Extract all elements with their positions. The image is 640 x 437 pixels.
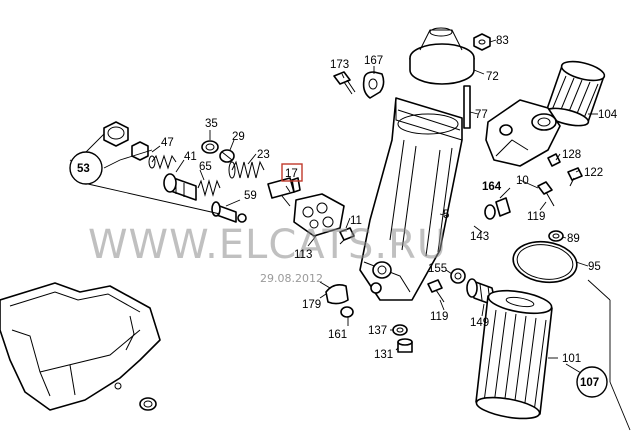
callout-119-upper[interactable]: 119	[527, 211, 545, 223]
screw-11-drawing	[339, 227, 355, 245]
callout-104[interactable]: 104	[598, 109, 618, 121]
callout-164[interactable]: 164	[482, 181, 502, 193]
callout-17-box[interactable]: 17	[281, 163, 303, 182]
callout-119-lower[interactable]: 119	[430, 311, 448, 323]
spring-23-drawing	[228, 160, 265, 179]
drain-washer-drawing	[139, 397, 157, 411]
bracket-drawing	[485, 99, 561, 167]
washer-35-drawing	[201, 140, 219, 154]
o-ring-89-drawing	[548, 230, 564, 242]
callout-131[interactable]: 131	[374, 349, 393, 361]
filter-element-101-drawing	[475, 289, 553, 420]
cover-72-drawing	[409, 27, 475, 85]
washer-137-drawing	[392, 324, 408, 336]
screw-119-upper-drawing	[537, 181, 555, 207]
stud-77-drawing	[463, 85, 471, 129]
piston-59-drawing	[211, 201, 247, 223]
callout-122[interactable]: 122	[584, 167, 603, 179]
clip-29-drawing	[219, 149, 235, 163]
watermark-text: WWW.ELCATS.RU	[88, 222, 447, 268]
callout-107[interactable]: 107	[580, 377, 599, 389]
screw-47-drawing	[131, 141, 149, 161]
callout-53[interactable]: 53	[77, 163, 90, 175]
callout-41[interactable]: 41	[184, 151, 197, 163]
callout-35[interactable]: 35	[205, 118, 218, 130]
callout-83[interactable]: 83	[496, 35, 509, 47]
clamp-167-drawing	[362, 71, 385, 99]
callout-137[interactable]: 137	[368, 325, 387, 337]
screw-173-drawing	[333, 71, 356, 95]
filter-housing-5-drawing	[359, 97, 463, 301]
oil-pan-drawing	[0, 282, 161, 411]
callout-113[interactable]: 113	[294, 249, 312, 261]
callout-128[interactable]: 128	[562, 149, 581, 161]
callout-17[interactable]: 17	[285, 168, 298, 180]
screw-122-drawing	[567, 167, 583, 187]
callout-5[interactable]: 5	[443, 209, 449, 221]
screw-128-drawing	[547, 153, 561, 167]
plug-131-drawing	[397, 338, 413, 353]
filter-104-drawing	[544, 60, 606, 127]
seal-161-drawing	[340, 306, 354, 318]
callout-143[interactable]: 143	[470, 231, 489, 243]
callout-173[interactable]: 173	[330, 59, 349, 71]
callout-10[interactable]: 10	[516, 175, 529, 187]
valve-65-drawing	[163, 173, 197, 201]
nut-83-drawing	[473, 33, 491, 51]
reference-lines	[85, 133, 631, 431]
callout-101[interactable]: 101	[562, 353, 581, 365]
callout-77[interactable]: 77	[475, 109, 488, 121]
screw-119-lower-drawing	[427, 279, 445, 303]
callout-72[interactable]: 72	[486, 71, 499, 83]
callout-23[interactable]: 23	[257, 149, 270, 161]
callout-65[interactable]: 65	[199, 161, 212, 173]
callout-47[interactable]: 47	[161, 137, 174, 149]
spring-59-drawing	[197, 179, 221, 197]
callout-161[interactable]: 161	[328, 329, 347, 341]
callout-53-circle[interactable]: 53	[69, 151, 103, 185]
plug-53-drawing	[103, 121, 129, 147]
watermark-date: 29.08.2012	[260, 272, 323, 285]
spring-41-drawing	[148, 154, 177, 170]
callout-149[interactable]: 149	[470, 317, 489, 329]
bracket-179-drawing	[319, 281, 349, 305]
clip-164-drawing	[484, 197, 511, 220]
callout-29[interactable]: 29	[232, 131, 245, 143]
gasket-113-drawing	[293, 193, 345, 237]
callout-107-circle[interactable]: 107	[576, 366, 608, 398]
callout-167[interactable]: 167	[364, 55, 383, 67]
callout-59[interactable]: 59	[244, 190, 257, 202]
callout-11[interactable]: 11	[350, 215, 362, 227]
callout-95[interactable]: 95	[588, 261, 601, 273]
callout-155[interactable]: 155	[428, 263, 447, 275]
callout-89[interactable]: 89	[567, 233, 580, 245]
callout-179[interactable]: 179	[302, 299, 321, 311]
seal-155-drawing	[450, 268, 466, 284]
o-ring-95-drawing	[512, 240, 578, 284]
